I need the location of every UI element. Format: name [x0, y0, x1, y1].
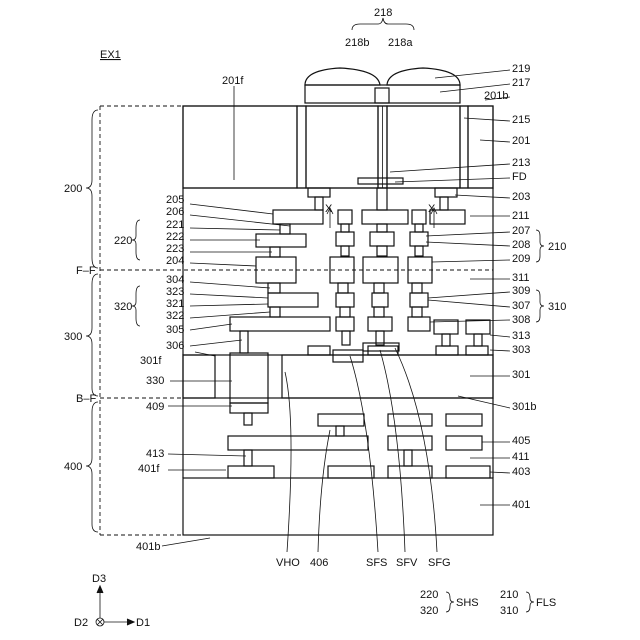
- x-mark-right: X: [428, 203, 436, 215]
- right-labels: 219217201b215201213FD2032112072082093113…: [484, 63, 536, 511]
- brackets: [86, 18, 544, 612]
- label-bf: B–F: [76, 393, 96, 405]
- third-substrate: [183, 478, 493, 535]
- left-label-201f: 201f: [222, 75, 244, 87]
- right-label-403: 403: [512, 466, 530, 478]
- bottom-label-sfs: SFS: [366, 557, 387, 569]
- label-ff: F–F: [76, 265, 96, 277]
- figure-label: EX1: [100, 49, 121, 61]
- right-label-208: 208: [512, 239, 530, 251]
- right-label-308: 308: [512, 314, 530, 326]
- label-310: 310: [548, 301, 566, 313]
- label-218a: 218a: [388, 37, 413, 49]
- right-label-411: 411: [512, 451, 530, 463]
- right-label-301b: 301b: [512, 401, 536, 413]
- first-interconnect-layer: [183, 188, 493, 283]
- right-label-303: 303: [512, 344, 530, 356]
- first-substrate: [183, 106, 493, 188]
- label-220: 220: [114, 235, 132, 247]
- left-label-205: 205: [166, 194, 184, 206]
- left-label-323: 323: [166, 286, 184, 298]
- bottom-labels: VHO 406 SFS SFV SFG: [276, 557, 451, 569]
- left-label-222: 222: [166, 231, 184, 243]
- axis-indicator: [96, 586, 134, 626]
- second-substrate: [183, 343, 493, 403]
- left-label-401b: 401b: [136, 541, 160, 553]
- left-label-409: 409: [146, 401, 164, 413]
- right-label-219: 219: [512, 63, 530, 75]
- label-218b: 218b: [345, 37, 369, 49]
- legend-shs-item-1: 220: [420, 589, 438, 601]
- right-label-213: 213: [512, 157, 530, 169]
- right-label-201b: 201b: [484, 90, 508, 102]
- microlens-layer: [305, 68, 460, 85]
- left-label-221: 221: [166, 219, 184, 231]
- label-400: 400: [64, 461, 82, 473]
- left-label-204: 204: [166, 255, 184, 267]
- right-label-313: 313: [512, 330, 530, 342]
- right-label-217: 217: [512, 77, 530, 89]
- left-label-305: 305: [166, 324, 184, 336]
- label-218: 218: [374, 7, 392, 19]
- right-label-215: 215: [512, 114, 530, 126]
- left-label-401f: 401f: [138, 463, 160, 475]
- label-320: 320: [114, 301, 132, 313]
- label-300: 300: [64, 331, 82, 343]
- bottom-label-406: 406: [310, 557, 328, 569]
- axis-d1: D1: [136, 617, 150, 629]
- left-label-330: 330: [146, 375, 164, 387]
- bottom-label-vho: VHO: [276, 557, 300, 569]
- right-label-405: 405: [512, 435, 530, 447]
- bottom-label-sfv: SFV: [396, 557, 418, 569]
- left-label-304: 304: [166, 274, 184, 286]
- right-label-311: 311: [512, 272, 530, 284]
- legend-fls-item-1: 210: [500, 589, 518, 601]
- right-label-309: 309: [512, 285, 530, 297]
- right-label-fd: FD: [512, 171, 527, 183]
- legend-fls-item-2: 310: [500, 605, 518, 617]
- right-leader-lines: [390, 70, 510, 505]
- right-label-307: 307: [512, 300, 530, 312]
- left-label-301f: 301f: [140, 355, 162, 367]
- right-label-201: 201: [512, 135, 530, 147]
- left-label-322: 322: [166, 310, 184, 322]
- axis-d3: D3: [92, 573, 106, 585]
- right-label-209: 209: [512, 253, 530, 265]
- label-210: 210: [548, 241, 566, 253]
- left-label-321: 321: [166, 298, 184, 310]
- second-interconnect-layer: [183, 270, 493, 355]
- left-label-306: 306: [166, 340, 184, 352]
- right-label-211: 211: [512, 210, 530, 222]
- bottom-label-sfg: SFG: [428, 557, 451, 569]
- left-label-223: 223: [166, 243, 184, 255]
- right-label-203: 203: [512, 191, 530, 203]
- left-label-413: 413: [146, 448, 164, 460]
- left-label-206: 206: [166, 206, 184, 218]
- legend-shs-item-2: 320: [420, 605, 438, 617]
- color-filter-layer: [305, 85, 460, 103]
- right-label-207: 207: [512, 225, 530, 237]
- third-interconnect-layer: [183, 398, 493, 478]
- right-label-301: 301: [512, 369, 530, 381]
- legend-shs-label: SHS: [456, 597, 479, 609]
- right-label-401: 401: [512, 499, 530, 511]
- label-200: 200: [64, 183, 82, 195]
- left-labels: 201f 205206221222223204 304323321322 305 306…: [136, 75, 244, 553]
- legend-fls-label: FLS: [536, 597, 556, 609]
- x-mark-left: X: [325, 203, 333, 215]
- axis-d2: D2: [74, 617, 88, 629]
